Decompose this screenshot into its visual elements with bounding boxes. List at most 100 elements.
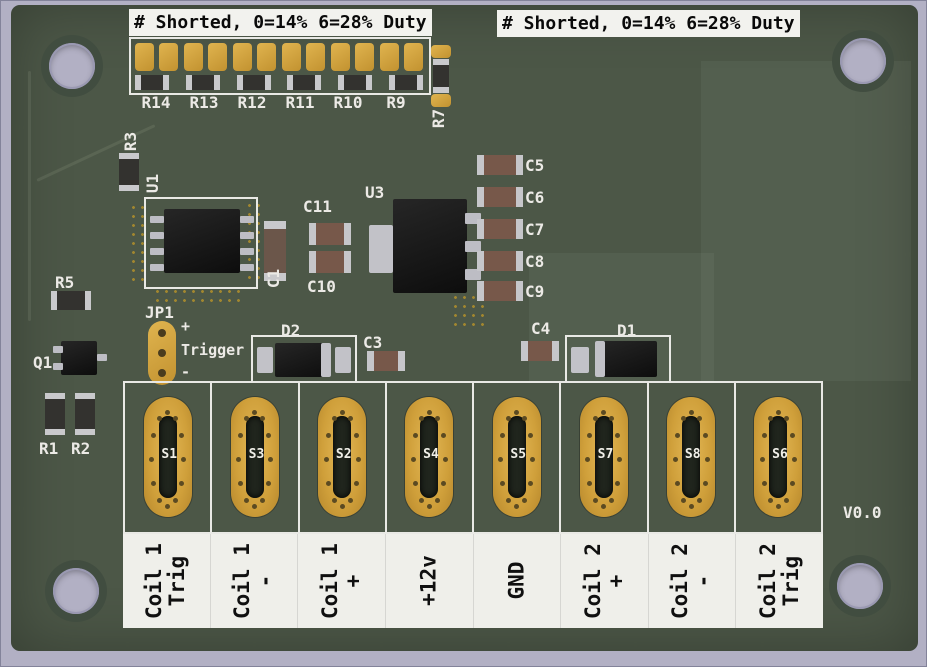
- refdes-c1-wrap: C1: [259, 263, 289, 293]
- refdes-r9: R9: [386, 93, 406, 112]
- connector-cell: S4: [387, 383, 474, 532]
- transistor-pin: [97, 354, 107, 361]
- mounting-hole-top-right: [840, 38, 886, 84]
- resistor-body: [236, 75, 271, 90]
- ic-pin: [240, 264, 254, 271]
- solder-pad: [331, 43, 350, 71]
- connector-row: S1 S3 S2 S4 S5: [123, 381, 823, 534]
- connector-cell: S6: [736, 383, 821, 532]
- resistor-pads: [380, 43, 423, 71]
- resistor-body: [135, 75, 169, 90]
- ic-pin: [150, 264, 164, 271]
- label-line1: Coil 1: [142, 543, 167, 619]
- refdes-c9: C9: [525, 282, 545, 301]
- connector-slot: [245, 416, 264, 498]
- resistor-body: [433, 59, 449, 93]
- capacitor-body: [309, 223, 351, 245]
- resistor-pads: [331, 43, 374, 71]
- version-label: V0.0: [843, 503, 882, 522]
- solder-pad: [159, 43, 178, 71]
- pad-label: S7: [597, 447, 614, 462]
- pad-label: S1: [161, 447, 178, 462]
- label-line1: Coil 1: [317, 543, 342, 619]
- label-line2: +: [340, 574, 365, 588]
- q1-transistor-body: [61, 341, 97, 375]
- refdes-r7: R7: [429, 108, 449, 128]
- mounting-hole-bottom-left: [53, 568, 99, 614]
- resistor-array-outline: [129, 37, 431, 95]
- refdes-c6: C6: [525, 188, 545, 207]
- connector-cell: S7: [561, 383, 649, 532]
- refdes-u3: U3: [365, 183, 385, 202]
- connector-slot: [507, 416, 526, 498]
- resistor-body: [51, 291, 91, 310]
- label-line2: Trig: [165, 555, 190, 607]
- refdes-c4: C4: [531, 319, 551, 338]
- refdes-r2: R2: [71, 439, 91, 458]
- pad-label: S2: [335, 447, 352, 462]
- refdes-r14: R14: [141, 93, 171, 112]
- ic-pin: [150, 216, 164, 223]
- ic-pin: [240, 216, 254, 223]
- label-line1: GND: [504, 562, 529, 600]
- jp1-hole: [158, 349, 166, 357]
- refdes-c5: C5: [525, 156, 545, 175]
- label-line2: +: [603, 574, 628, 588]
- jp1-hole: [158, 329, 166, 337]
- label-line2: -: [252, 574, 277, 588]
- connector-label: GND: [474, 534, 562, 628]
- capacitor-body: [477, 219, 523, 239]
- resistor-body: [388, 75, 423, 90]
- pad-label: S5: [510, 447, 527, 462]
- regulator-tab-pad: [369, 225, 393, 273]
- connector-label: Coil 1+: [298, 534, 386, 628]
- resistor-body: [338, 75, 373, 90]
- via-grid: [129, 203, 145, 287]
- label-line1: Coil 1: [229, 543, 254, 619]
- solder-pad: [257, 347, 273, 373]
- solder-pad: [306, 43, 325, 71]
- solder-pad: [233, 43, 252, 71]
- refdes-u1: U1: [143, 173, 163, 193]
- ic-pin: [240, 248, 254, 255]
- via-grid: [153, 287, 241, 303]
- capacitor-body: [477, 187, 523, 207]
- solder-pad: [135, 43, 154, 71]
- duty-note-right: # Shorted, 0=14% 6=28% Duty: [497, 10, 800, 37]
- refdes-r3-wrap: R3: [117, 127, 145, 155]
- jp1-trigger-label: Trigger: [181, 341, 245, 359]
- solder-pad: [208, 43, 227, 71]
- regulator-pin: [465, 213, 481, 224]
- u1-ic-body: [164, 209, 240, 273]
- connector-cell: S5: [474, 383, 562, 532]
- u3-regulator-body: [393, 199, 467, 293]
- resistor-pads: [184, 43, 227, 71]
- resistor-body: [45, 393, 65, 435]
- connector-slot: [769, 416, 788, 498]
- refdes-r1: R1: [39, 439, 59, 458]
- connector-cell: S3: [212, 383, 300, 532]
- connector-slot: [682, 416, 701, 498]
- diode-band: [595, 341, 605, 377]
- refdes-q1: Q1: [33, 353, 53, 372]
- regulator-pin: [465, 241, 481, 252]
- label-line2: -: [691, 574, 716, 588]
- jp1-plus-label: +: [181, 317, 191, 335]
- refdes-r13: R13: [189, 93, 219, 112]
- label-line1: +12v: [416, 555, 441, 607]
- capacitor-body: [477, 251, 523, 271]
- mounting-hole-bottom-right: [837, 563, 883, 609]
- resistor-array-bodies: [135, 75, 423, 90]
- refdes-r3: R3: [121, 131, 141, 151]
- solder-pad: [431, 94, 451, 107]
- capacitor-body: [264, 221, 286, 281]
- label-line1: Coil 2: [755, 543, 780, 619]
- refdes-c10: C10: [307, 277, 336, 296]
- connector-slot: [420, 416, 439, 498]
- refdes-r5: R5: [55, 273, 75, 292]
- capacitor-body: [309, 251, 351, 273]
- connector-label: Coil 2+: [561, 534, 649, 628]
- pad-label: S8: [684, 447, 701, 462]
